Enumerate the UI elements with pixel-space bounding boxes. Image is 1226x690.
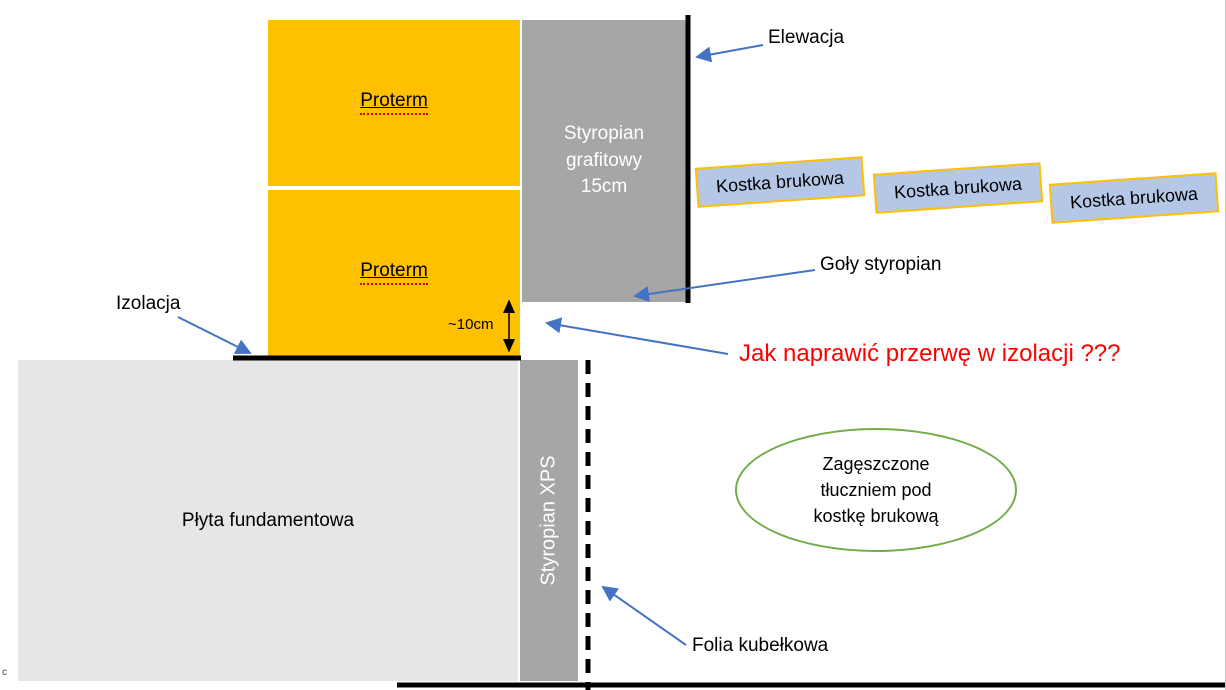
styropian-grafitowy-block: Styropian grafitowy 15cm [522, 20, 686, 302]
folia-kubelkowa-arrow [601, 585, 687, 646]
zagesczone-ellipse: Zagęszczone tłuczniem pod kostkę brukową [735, 428, 1017, 552]
proterm-top-label: Proterm [360, 90, 428, 115]
plyta-fundamentowa-block: Płyta fundamentowa [18, 360, 518, 681]
dim-10cm-label: ~10cm [448, 316, 494, 333]
proterm-bottom-label: Proterm [360, 260, 428, 285]
styropian-xps-label: Styropian XPS [537, 455, 560, 586]
proterm-top-block: Proterm [268, 20, 520, 186]
izolacja-label: Izolacja [116, 293, 181, 314]
zagesczone-label: Zagęszczone tłuczniem pod kostkę brukową [813, 453, 939, 527]
elewacja-arrow [695, 44, 764, 63]
proterm-bottom-block: Proterm [268, 190, 520, 356]
kostka-brukowa-label-2: Kostka brukowa [893, 173, 1023, 202]
question-arrow [545, 317, 729, 355]
kostka-brukowa-label-3: Kostka brukowa [1069, 183, 1199, 212]
plyta-fundamentowa-label: Płyta fundamentowa [181, 509, 355, 531]
kostka-brukowa-block-2: Kostka brukowa [872, 162, 1044, 214]
izolacja-arrow [177, 316, 252, 354]
kostka-brukowa-label-1: Kostka brukowa [715, 167, 845, 196]
stray-character: c [2, 667, 7, 678]
kostka-brukowa-block-1: Kostka brukowa [694, 156, 866, 208]
elewacja-label: Elewacja [768, 27, 845, 48]
folia-kubelkowa-label: Folia kubełkowa [692, 635, 829, 656]
question-label: Jak naprawić przerwę w izolacji ??? [739, 340, 1121, 367]
styropian-xps-block: Styropian XPS [520, 360, 578, 681]
styropian-grafitowy-label: Styropian grafitowy 15cm [563, 123, 645, 198]
kostka-brukowa-block-3: Kostka brukowa [1048, 172, 1220, 224]
goly-styropian-label: Goły styropian [820, 254, 942, 275]
